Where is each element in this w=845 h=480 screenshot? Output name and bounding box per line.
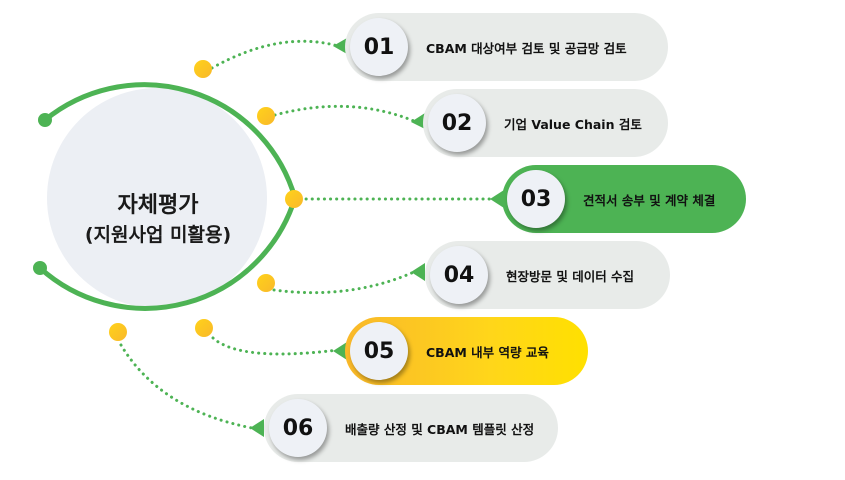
- step-number-badge: 04: [430, 246, 488, 304]
- connector-05: [211, 336, 340, 356]
- connector-04: [272, 270, 416, 295]
- step-06: 06 배출량 산정 및 CBAM 템플릿 산정: [264, 394, 558, 462]
- step-number-badge: 05: [350, 322, 408, 380]
- connector-02: [273, 104, 416, 123]
- center-circle: [47, 88, 267, 308]
- step-number-badge: 01: [350, 18, 408, 76]
- step-02: 02 기업 Value Chain 검토: [423, 89, 668, 157]
- step-label: 현장방문 및 데이터 수집: [506, 268, 635, 284]
- arrow-head-06: [250, 419, 264, 437]
- connector-01: [210, 39, 340, 70]
- center-title: 자체평가: [117, 193, 199, 218]
- step-number-badge: 02: [428, 94, 486, 152]
- ring-end-dot-top: [38, 113, 52, 127]
- step-label: 견적서 송부 및 계약 체결: [583, 192, 716, 208]
- ring-node-03: [285, 190, 303, 208]
- ring-node-05: [195, 319, 213, 337]
- ring-arc-upper: [42, 82, 298, 201]
- step-label: 기업 Value Chain 검토: [504, 116, 642, 132]
- arrow-head-04: [411, 263, 425, 281]
- arrow-head-03: [490, 190, 504, 208]
- step-03: 03 견적서 송부 및 계약 체결: [502, 165, 746, 233]
- step-label: CBAM 내부 역량 교육: [426, 344, 549, 360]
- connector-06: [119, 343, 254, 430]
- ring-node-06: [109, 323, 127, 341]
- ring-arc-lower: [37, 195, 298, 311]
- step-04: 04 현장방문 및 데이터 수집: [425, 241, 670, 309]
- step-label: CBAM 대상여부 검토 및 공급망 검토: [426, 40, 627, 56]
- step-01: 01 CBAM 대상여부 검토 및 공급망 검토: [345, 13, 668, 81]
- center-label: 자체평가 (지원사업 미활용): [48, 110, 268, 330]
- ring-node-04: [257, 274, 275, 292]
- ring-node-01: [194, 60, 212, 78]
- arrow-head-01: [333, 38, 347, 54]
- step-number-badge: 03: [507, 170, 565, 228]
- arrow-head-02: [411, 113, 425, 129]
- arrow-head-05: [333, 342, 347, 360]
- center-subtitle: (지원사업 미활용): [84, 224, 232, 246]
- step-label: 배출량 산정 및 CBAM 템플릿 산정: [345, 421, 535, 437]
- ring-end-dot-bottom: [33, 261, 47, 275]
- ring-node-02: [257, 107, 275, 125]
- step-05: 05 CBAM 내부 역량 교육: [345, 317, 588, 385]
- step-number-badge: 06: [269, 399, 327, 457]
